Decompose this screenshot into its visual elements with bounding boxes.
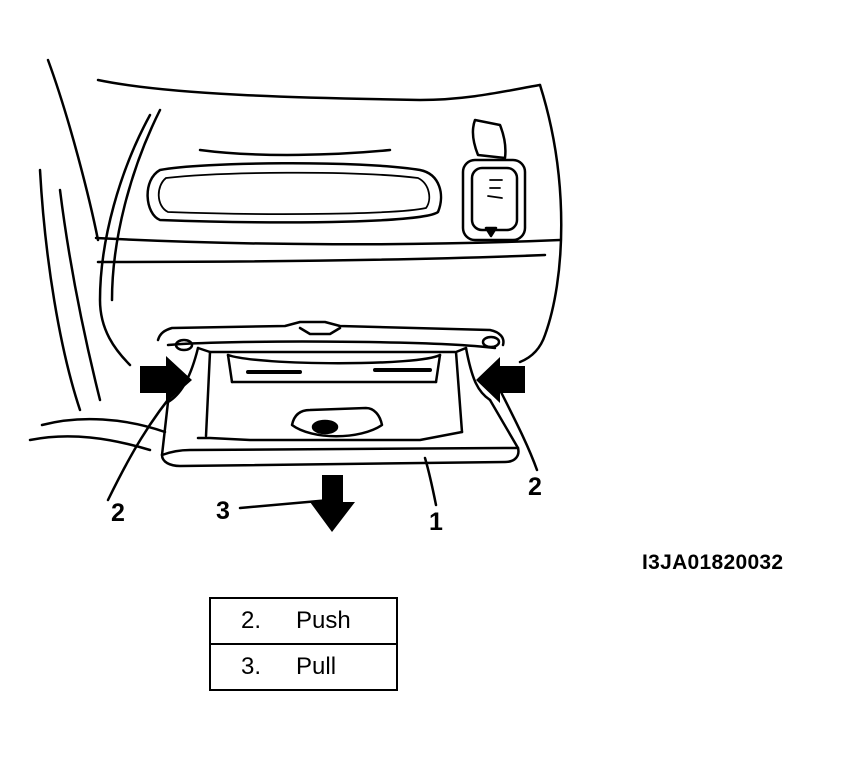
callout-3: 3 — [216, 497, 230, 525]
leader-line-2-right — [498, 388, 539, 472]
callout-2-right: 2 — [528, 473, 542, 501]
legend-label: Push — [296, 607, 351, 634]
air-vent — [146, 161, 443, 224]
figure-id: I3JA01820032 — [642, 551, 784, 574]
glove-box-opening — [156, 320, 505, 352]
leader-line-1 — [423, 456, 438, 507]
push-arrow-left — [140, 356, 192, 403]
callout-1: 1 — [429, 508, 443, 536]
legend-number: 2. — [240, 607, 261, 634]
legend-number: 3. — [240, 653, 261, 680]
push-arrow-right — [476, 357, 525, 403]
callout-2-left: 2 — [111, 499, 125, 527]
legend-row-push: 2. Push — [211, 599, 396, 643]
legend-table: 2. Push 3. Pull — [209, 597, 398, 691]
leader-line-3 — [238, 498, 332, 510]
pull-arrow — [310, 475, 355, 532]
dash-switch-lower — [461, 158, 527, 242]
dash-switch-upper — [471, 118, 507, 160]
glove-box — [160, 346, 520, 468]
legend-row-pull: 3. Pull — [211, 643, 396, 689]
legend-label: Pull — [296, 653, 337, 680]
dashboard-outline — [28, 58, 563, 452]
